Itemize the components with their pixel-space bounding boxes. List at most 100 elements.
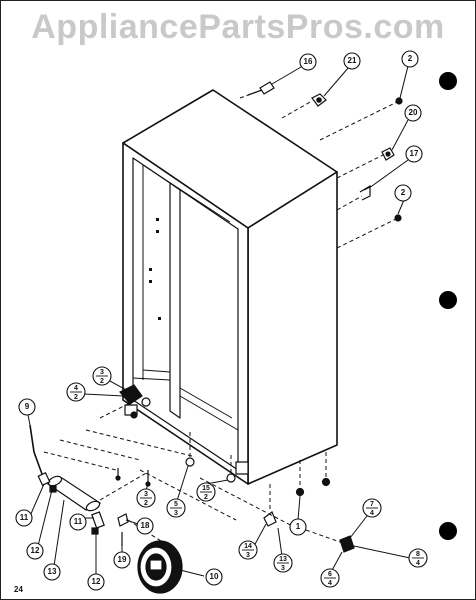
callout-19: 19	[118, 555, 127, 564]
part-1-screw	[295, 487, 305, 497]
grommet-5-3	[185, 457, 195, 467]
callout-13-3-top: 13	[279, 556, 287, 563]
callout-5-3: 5 3	[166, 498, 186, 518]
callout-13: 13	[48, 567, 57, 576]
callout-6-4-top: 6	[328, 571, 332, 578]
callout-8-4: 8 4	[408, 548, 428, 568]
callouts-single-text: 16 21 2 20 17 2 9 11 12 13 11 12 18 19 1…	[20, 54, 419, 586]
callout-3-2-lower-bottom: 2	[144, 500, 148, 507]
hole-4	[149, 280, 152, 283]
callout-13-3-bottom: 3	[281, 565, 285, 572]
part-2-screw-lower	[394, 214, 402, 222]
callouts-fraction: 4 2 3 2 3 2 5 3	[66, 366, 428, 588]
center-mullion	[169, 182, 181, 419]
floor-left-back	[142, 369, 171, 373]
callout-14-3: 14 3	[238, 540, 258, 560]
watermark: AppliancePartsPros.com	[31, 8, 445, 46]
floor-left	[132, 377, 171, 411]
callout-6-4-bottom: 4	[328, 580, 332, 587]
callout-3-2-lower-top: 3	[144, 491, 148, 498]
callout-11a-circle	[15, 509, 33, 527]
callout-4-2: 4 2	[66, 382, 86, 402]
cabinet-side	[247, 171, 338, 485]
callout-2-lower: 2	[401, 188, 406, 197]
part-12-nut-right	[91, 527, 99, 535]
callout-8-4-bottom: 4	[416, 560, 420, 567]
part-12-nut-left	[49, 485, 57, 493]
floor-right-back	[179, 387, 233, 419]
callout-7-4-bottom: 4	[370, 510, 374, 517]
callout-15-2-top: 15	[202, 485, 210, 492]
callout-13-3: 13 3	[273, 553, 293, 573]
callout-19-circle	[113, 551, 131, 569]
part-17-bracket	[359, 184, 373, 201]
part-16-screw	[247, 81, 275, 96]
callout-11-right: 11	[74, 517, 83, 526]
part-18-clip	[117, 513, 129, 527]
callout-9-circle	[18, 398, 36, 416]
part-9-tube	[29, 424, 43, 475]
callout-4-2-bottom: 2	[74, 394, 78, 401]
callout-9: 9	[25, 402, 30, 411]
callout-3-2-upper: 3 2	[92, 366, 112, 386]
hole-5	[158, 317, 161, 320]
hole-2	[156, 230, 159, 233]
part-21-nut	[311, 93, 327, 107]
callout-18-circle	[136, 517, 154, 535]
callout-11-left: 11	[20, 513, 29, 522]
callout-21-circle	[343, 52, 361, 70]
part-13-cylinder	[46, 475, 102, 512]
lower-right-leaders	[189, 432, 341, 543]
screw-right-a	[321, 477, 331, 487]
callout-14-3-bottom: 3	[246, 552, 250, 559]
callout-13-circle	[43, 563, 61, 581]
foot-right	[235, 461, 249, 475]
callout-3-2-upper-top: 3	[100, 369, 104, 376]
hole-1	[156, 218, 159, 221]
bottom-center-parts	[185, 457, 355, 553]
hole-3	[149, 268, 152, 271]
callout-17-circle	[405, 145, 423, 163]
part-2-screw-top	[395, 97, 403, 105]
upper-callout-leaders	[271, 65, 409, 215]
part-11-fitting-right	[91, 511, 105, 529]
callout-1-circle	[289, 518, 307, 536]
callout-3-2-lower: 3 2	[136, 488, 156, 508]
callout-5-3-top: 5	[174, 501, 178, 508]
callout-17: 17	[410, 149, 419, 158]
part-10-fan	[137, 540, 183, 594]
cabinet	[122, 89, 338, 485]
grommet-15-2	[226, 473, 236, 483]
callout-21: 21	[348, 56, 357, 65]
callout-2b-circle	[394, 184, 412, 202]
binder-hole-bottom	[439, 522, 457, 540]
callout-12-left: 12	[31, 546, 40, 555]
floor-right	[179, 395, 239, 431]
callout-5-3-bottom: 3	[174, 510, 178, 517]
callout-8-4-top: 8	[416, 551, 420, 558]
callouts-single	[15, 50, 423, 591]
callout-2a-circle	[401, 50, 419, 68]
callout-15-2: 15 2	[196, 482, 216, 502]
valve-screw-a-head	[115, 475, 121, 481]
callout-15-2-bottom: 2	[204, 494, 208, 501]
callout-10: 10	[210, 572, 219, 581]
callout-16-circle	[299, 53, 317, 71]
part-6-4-fitting	[339, 535, 355, 553]
callout-12a-circle	[26, 542, 44, 560]
lower-callout-leaders	[27, 380, 411, 577]
callout-1: 1	[296, 522, 301, 531]
callout-7-4-top: 7	[370, 501, 374, 508]
callout-18: 18	[141, 521, 150, 530]
callout-12b-circle	[87, 573, 105, 591]
callout-14-3-top: 14	[244, 543, 252, 550]
page-number: 24	[14, 585, 23, 594]
part-20-grommet	[381, 147, 395, 161]
binder-hole-middle	[439, 291, 457, 309]
callout-11b-circle	[69, 513, 87, 531]
callout-4-2-top: 4	[74, 385, 78, 392]
lower-left-parts	[29, 384, 151, 546]
callout-10-circle	[205, 568, 223, 586]
